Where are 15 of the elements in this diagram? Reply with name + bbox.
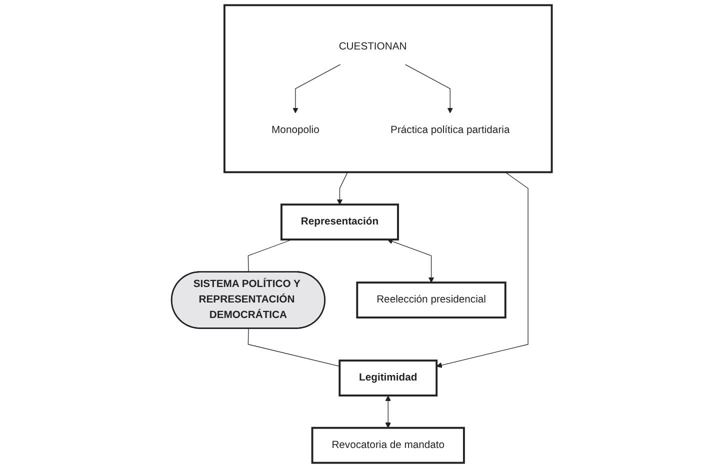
arrow (292, 64, 341, 114)
node-box: Revocatoria de mandato (311, 426, 465, 464)
cluster (223, 4, 553, 174)
node-box: Legitimidad (338, 360, 438, 396)
connector (248, 328, 340, 367)
arrow (387, 238, 434, 283)
node-box: Representación (280, 204, 399, 240)
arrow (385, 396, 391, 428)
arrow (404, 64, 453, 114)
node-text: Práctica política partidaria (390, 124, 510, 136)
node-box: Reelección presidencial (356, 282, 506, 318)
node-text: CUESTIONAN (338, 41, 407, 52)
node-text: Monopolio (271, 124, 320, 136)
arrow (336, 172, 348, 205)
arrow (436, 172, 528, 368)
